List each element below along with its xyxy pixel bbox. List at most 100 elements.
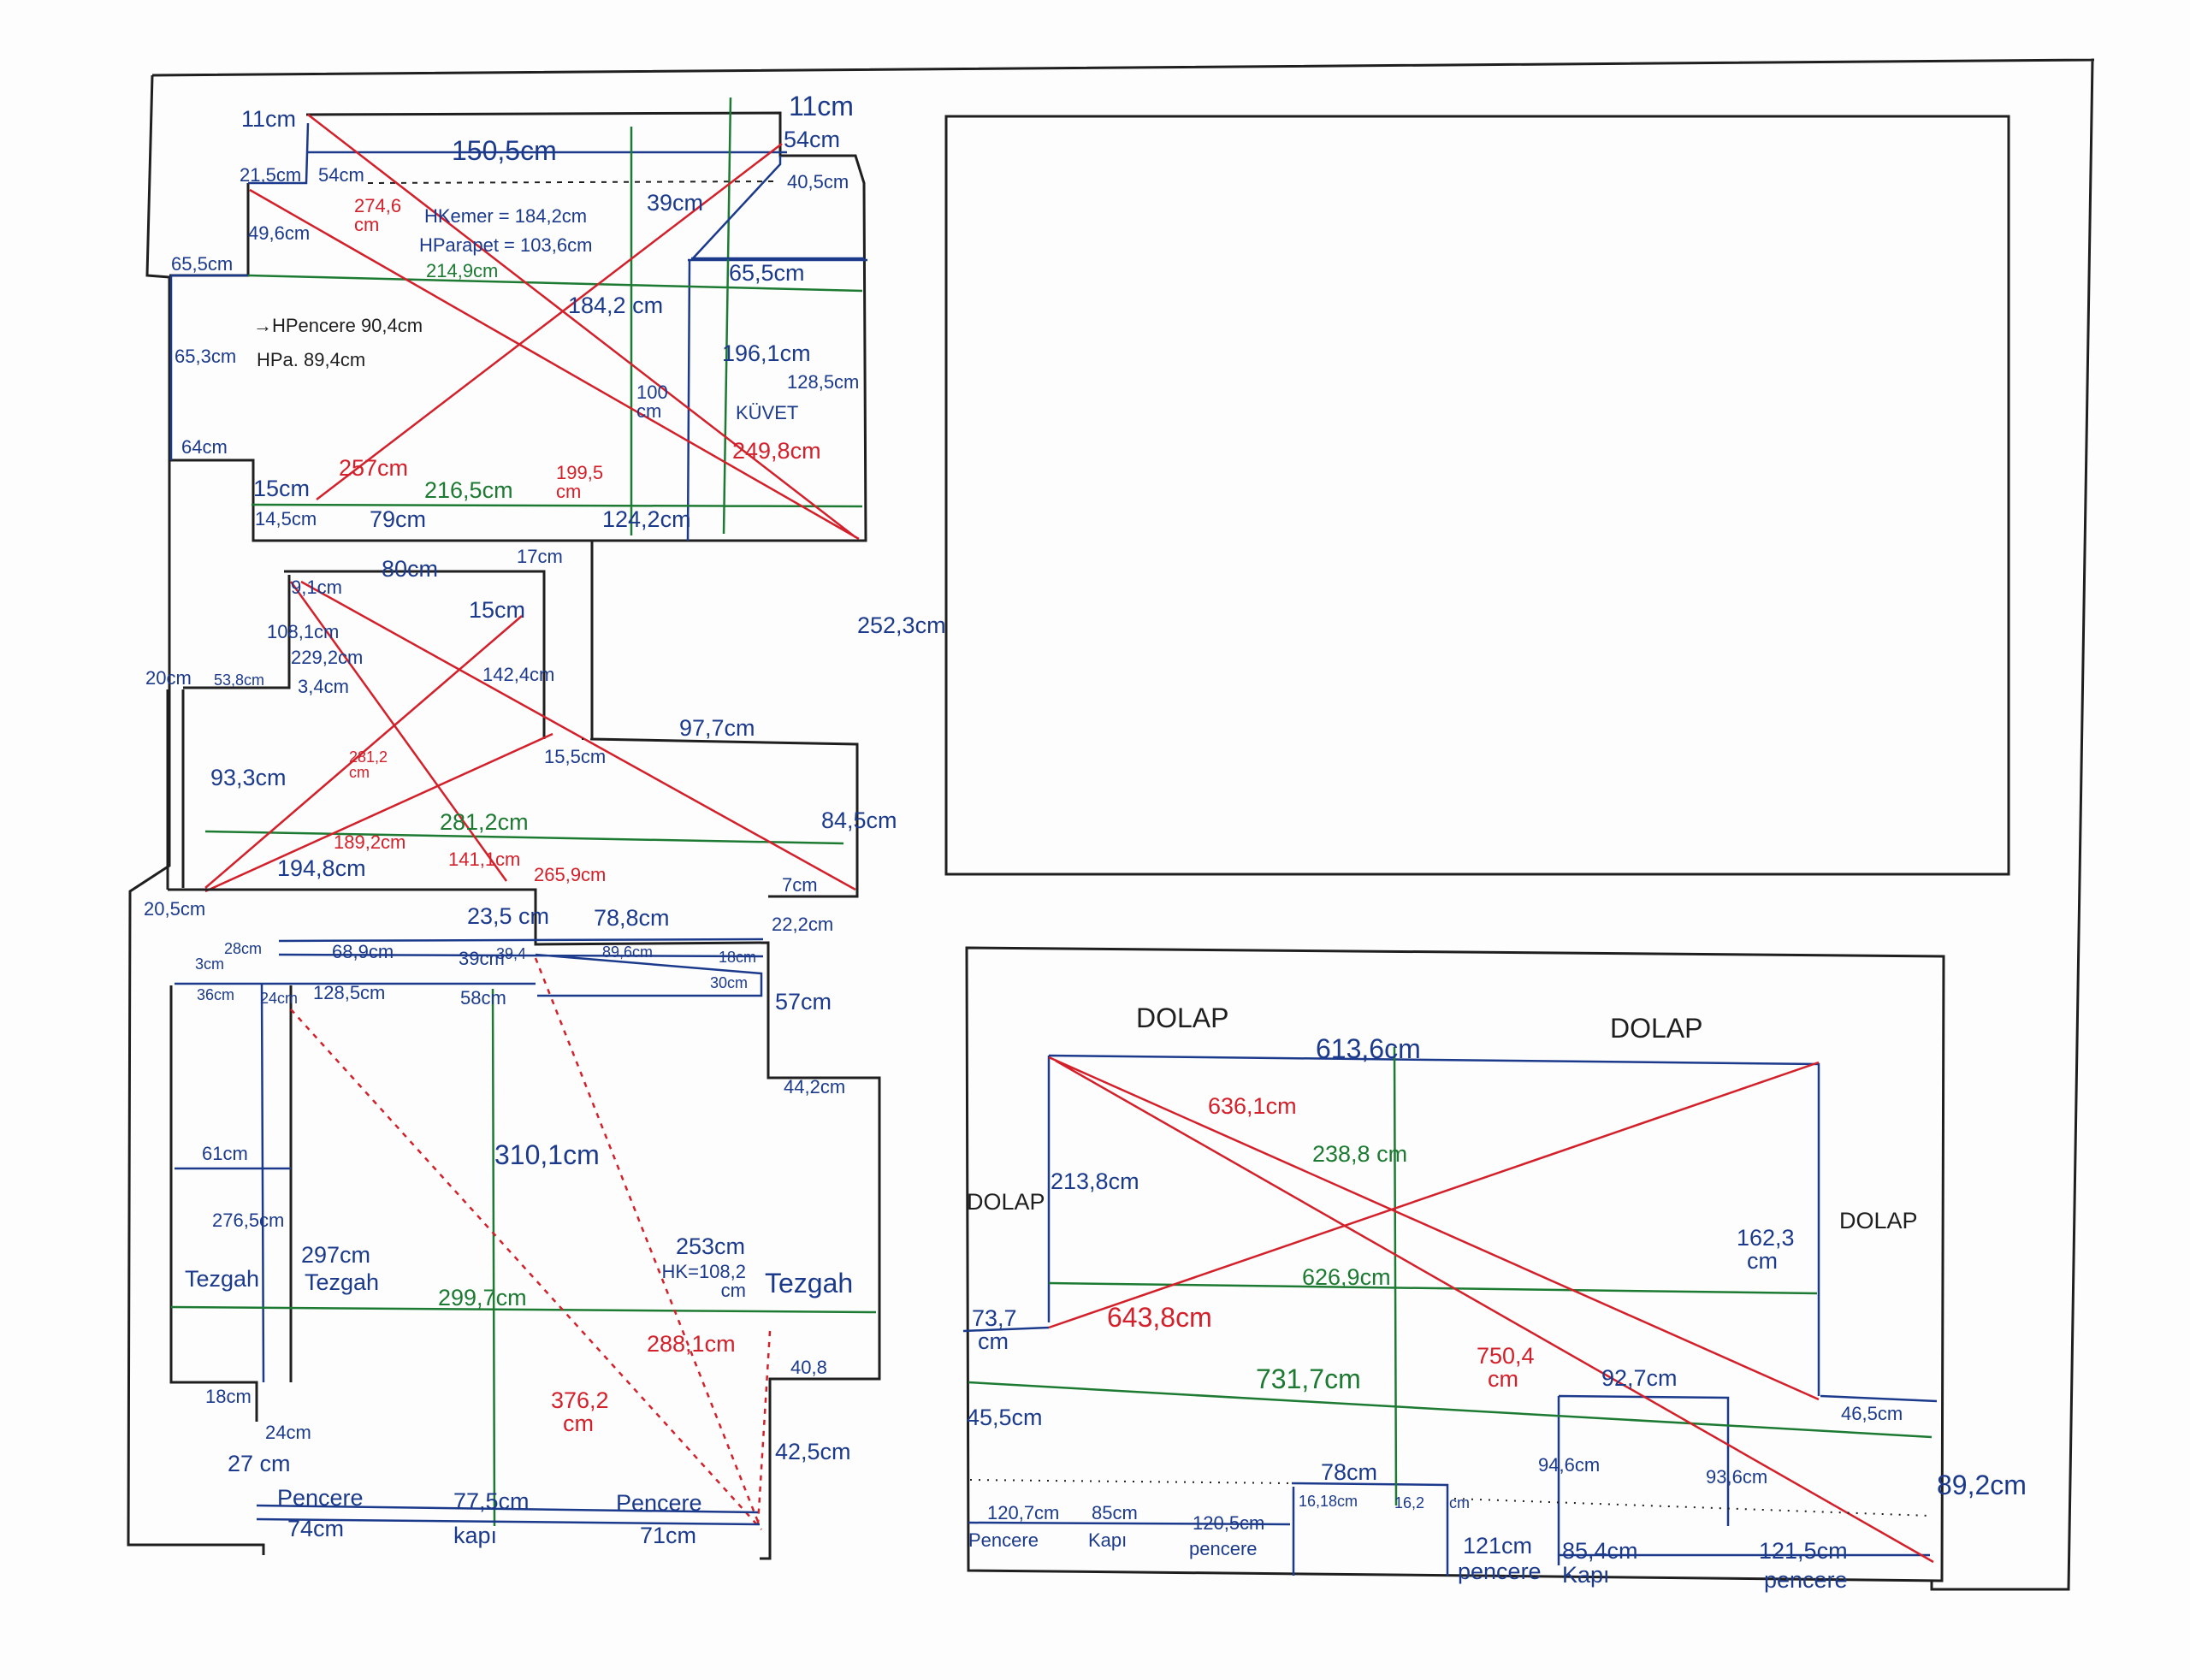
label-k-376-2: 376,2 cm bbox=[551, 1387, 609, 1436]
label-hall-265-9: 265,9cm bbox=[534, 864, 607, 885]
hallway-green bbox=[204, 830, 844, 845]
label-r-78: 78cm bbox=[1321, 1459, 1378, 1485]
label-r-121-a: 121cm bbox=[1463, 1533, 1533, 1559]
label-k-58: 58cm bbox=[460, 987, 506, 1009]
outer-frame bbox=[127, 58, 2095, 1591]
label-k-44-2: 44,2cm bbox=[784, 1076, 846, 1097]
label-k-3: 3cm bbox=[195, 955, 225, 973]
label-k-276-5: 276,5cm bbox=[212, 1210, 285, 1231]
label-k-68-9: 68,9cm bbox=[332, 941, 394, 962]
kitchen-red bbox=[290, 957, 772, 1530]
label-k-30: 30cm bbox=[710, 974, 749, 991]
bathroom-dashed bbox=[367, 180, 779, 184]
label-r-120-5: 120,5cm bbox=[1193, 1512, 1265, 1534]
label-hall-141-1: 141,1cm bbox=[448, 849, 521, 870]
label-r-85: 85cm bbox=[1092, 1502, 1138, 1523]
label-bath-49-6: 49,6cm bbox=[248, 222, 311, 244]
kitchen-blue-lines bbox=[175, 938, 764, 1383]
label-k-57: 57cm bbox=[775, 989, 832, 1015]
label-bath-65-3: 65,3cm bbox=[175, 346, 237, 367]
label-bath-257: 257cm bbox=[339, 455, 409, 481]
label-k-tezgah-middle: Tezgah bbox=[305, 1269, 380, 1295]
label-hall-7: 7cm bbox=[782, 874, 818, 896]
label-bath-14-5: 14,5cm bbox=[255, 508, 317, 529]
label-bath-15: 15cm bbox=[253, 476, 311, 501]
label-k-78-8: 78,8cm bbox=[594, 905, 670, 931]
label-bath-hpa: HPa. 89,4cm bbox=[257, 349, 366, 370]
room-green bbox=[968, 1046, 1933, 1506]
label-k-tezgah-right: Tezgah bbox=[765, 1268, 854, 1298]
label-k-74: 74cm bbox=[287, 1516, 345, 1541]
label-hall-84-5: 84,5cm bbox=[821, 807, 897, 833]
label-r-cm: cm bbox=[1449, 1494, 1470, 1511]
bathroom-green-lines bbox=[247, 97, 863, 535]
label-r-dolap-top-left: DOLAP bbox=[1136, 1003, 1229, 1033]
label-k-39: 39cm bbox=[459, 948, 505, 969]
label-r-dolap-top-right: DOLAP bbox=[1610, 1013, 1703, 1044]
label-bath-21-5: 21,5cm bbox=[240, 164, 302, 186]
bathroom-kuvet bbox=[691, 156, 864, 260]
label-bath-kuvet: KÜVET bbox=[736, 402, 799, 423]
label-bath-39: 39cm bbox=[647, 190, 704, 216]
label-k-89-6: 89,6cm bbox=[602, 944, 654, 961]
label-bath-216-5: 216,5cm bbox=[424, 477, 513, 503]
label-bath-65-5-right: 65,5cm bbox=[729, 260, 805, 286]
label-k-20-5: 20,5cm bbox=[144, 898, 206, 920]
label-r-626-9: 626,9cm bbox=[1302, 1264, 1391, 1290]
label-r-238-8: 238,8 cm bbox=[1312, 1141, 1408, 1167]
label-k-61: 61cm bbox=[202, 1143, 248, 1164]
label-hall-15: 15cm bbox=[469, 597, 526, 623]
label-hall-142-4: 142,4cm bbox=[482, 664, 555, 685]
label-bath-150: 150,5cm bbox=[452, 135, 557, 166]
label-hall-93-3: 93,3cm bbox=[210, 765, 287, 790]
label-hall-194-8: 194,8cm bbox=[277, 855, 366, 881]
label-k-23-5: 23,5 cm bbox=[467, 903, 550, 929]
label-k-253: 253cm bbox=[676, 1233, 746, 1259]
label-bath-199-5: 199,5 cm bbox=[556, 462, 604, 502]
label-hall-3-4: 3,4cm bbox=[298, 676, 349, 697]
label-k-28: 28cm bbox=[224, 940, 263, 957]
label-k-299-7: 299,7cm bbox=[438, 1285, 527, 1310]
label-k-310-1: 310,1cm bbox=[494, 1139, 600, 1170]
room-outline bbox=[965, 946, 1945, 1582]
label-bath-54-left: 54cm bbox=[318, 164, 364, 186]
label-hall-229-2: 229,2cm bbox=[291, 647, 364, 668]
label-r-pencere-d: pencere bbox=[1764, 1567, 1848, 1593]
label-bath-274: 274,6 cm bbox=[354, 195, 402, 235]
room-blue bbox=[962, 1054, 1938, 1576]
label-r-750-4: 750,4 cm bbox=[1477, 1343, 1535, 1392]
label-bath-100: 100 cm bbox=[636, 382, 668, 422]
label-r-93-6: 93,6cm bbox=[1706, 1466, 1768, 1488]
label-r-731-7: 731,7cm bbox=[1256, 1364, 1361, 1394]
label-hall-53-8: 53,8cm bbox=[214, 671, 265, 689]
label-r-636-1: 636,1cm bbox=[1208, 1093, 1297, 1119]
label-k-18b: 18cm bbox=[205, 1386, 252, 1407]
label-bath-11cm-right: 11cm bbox=[789, 91, 854, 121]
label-hall-108-1: 108,1cm bbox=[267, 621, 340, 642]
label-hall-17: 17cm bbox=[517, 546, 563, 567]
label-r-213-8: 213,8cm bbox=[1051, 1168, 1139, 1194]
label-bath-hkemer: HKemer = 184,2cm bbox=[424, 205, 588, 227]
label-k-18: 18cm bbox=[719, 949, 757, 966]
label-k-71: 71cm bbox=[640, 1523, 697, 1548]
label-bath-11cm-left: 11cm bbox=[241, 106, 297, 132]
label-r-121-5: 121,5cm bbox=[1759, 1538, 1848, 1564]
label-bath-54-right: 54cm bbox=[784, 127, 841, 152]
label-bath-196-1: 196,1cm bbox=[722, 340, 811, 366]
label-r-73-7: 73,7 cm bbox=[972, 1305, 1017, 1354]
label-hall-189-2: 189,2cm bbox=[334, 831, 406, 853]
label-k-40-8: 40,8 bbox=[790, 1357, 827, 1378]
label-bath-214-9: 214,9cm bbox=[426, 260, 499, 281]
hallway-red bbox=[204, 580, 856, 893]
bathroom-red-diagonals bbox=[249, 114, 860, 541]
label-r-46-5: 46,5cm bbox=[1841, 1403, 1903, 1424]
label-r-kapi-a: Kapı bbox=[1088, 1529, 1128, 1551]
label-hall-9-1: 9,1cm bbox=[291, 577, 342, 598]
label-bath-40-5: 40,5cm bbox=[787, 171, 849, 192]
kitchen-outline bbox=[168, 888, 881, 1560]
label-r-89-2: 89,2cm bbox=[1937, 1470, 2027, 1500]
label-r-45-5: 45,5cm bbox=[967, 1405, 1043, 1430]
label-bath-hparapet: HParapet = 103,6cm bbox=[419, 234, 593, 256]
label-k-pencere-right: Pencere bbox=[616, 1490, 702, 1516]
